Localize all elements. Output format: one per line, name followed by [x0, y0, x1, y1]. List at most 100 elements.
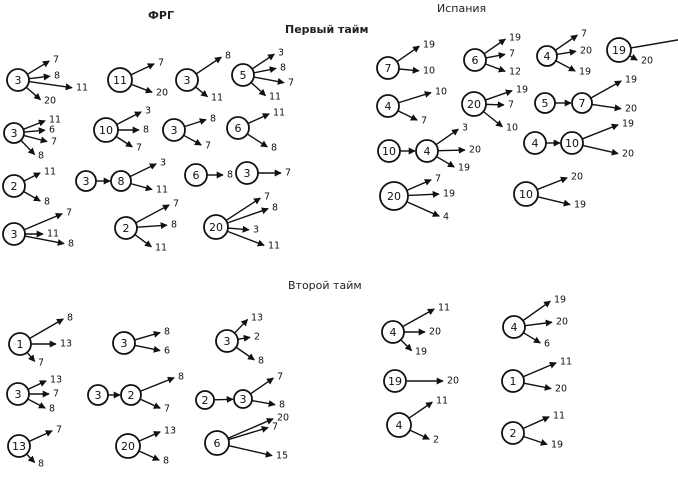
player-node-label: 10: [382, 145, 396, 158]
pass-arrow: [406, 201, 440, 217]
pass-arrow: [136, 222, 168, 230]
pass-arrow: [582, 144, 619, 156]
player-node: 11: [107, 67, 133, 93]
player-node: 6: [226, 116, 250, 140]
pass-arrow: [591, 103, 622, 112]
player-node-label: 4: [385, 100, 392, 113]
pass-target-label: 2: [433, 435, 439, 446]
player-node-label: 10: [565, 137, 579, 150]
player-node: 3: [2, 222, 26, 246]
pass-target-label: 8: [178, 372, 184, 383]
player-node: 1: [501, 369, 525, 393]
pass-target-label: 8: [227, 170, 233, 181]
pass-arrow: [536, 176, 568, 191]
player-node: 8: [110, 170, 132, 192]
pass-arrow: [184, 118, 207, 128]
pass-arrow: [408, 401, 433, 419]
pass-arrow: [250, 377, 274, 395]
pass-target-label: 8: [44, 197, 50, 208]
pass-arrow: [554, 34, 578, 51]
player-node-label: 3: [184, 74, 191, 87]
pass-target-label: 19: [625, 75, 637, 86]
pass-arrow: [28, 73, 51, 81]
pass-target-label: 4: [443, 212, 449, 223]
player-node: 4: [415, 139, 439, 163]
pass-arrow: [134, 330, 161, 341]
pass-target-label: 7: [509, 49, 515, 60]
player-node-label: 3: [95, 389, 102, 402]
pass-target-label: 7: [53, 389, 59, 400]
pass-arrow: [406, 179, 432, 192]
pass-arrow: [253, 66, 277, 74]
pass-arrow: [485, 52, 506, 59]
player-node-label: 5: [240, 69, 247, 82]
pass-arrow: [485, 101, 505, 109]
player-node: 10: [377, 139, 401, 163]
player-node: 2: [114, 216, 138, 240]
pass-target-label: 7: [435, 174, 441, 185]
pass-target-label: 7: [56, 425, 62, 436]
player-node: 5: [231, 63, 255, 87]
pass-target-label: 19: [516, 85, 528, 96]
pass-target-label: 20: [447, 376, 459, 387]
pass-target-label: 12: [509, 67, 521, 78]
pass-target-label: 7: [158, 58, 164, 69]
pass-target-label: 8: [49, 404, 55, 415]
pass-arrow: [134, 233, 152, 248]
pass-arrow: [482, 110, 503, 128]
pass-target-label: 20: [469, 145, 481, 156]
player-node: 7: [376, 56, 400, 80]
pass-arrow: [25, 86, 42, 101]
pass-arrow: [435, 128, 459, 146]
pass-target-label: 19: [574, 200, 586, 211]
pass-arrow: [23, 172, 41, 182]
pass-arrow: [523, 435, 548, 446]
pass-target-label: 20: [156, 88, 168, 99]
pass-arrow: [537, 196, 571, 207]
pass-arrow: [228, 426, 269, 441]
pass-target-label: 13: [60, 339, 72, 350]
player-node-label: 2: [202, 394, 209, 407]
pass-target-label: 11: [156, 185, 168, 196]
pass-arrow: [253, 76, 285, 85]
pass-target-label: 20: [555, 384, 567, 395]
pass-arrow: [398, 66, 420, 74]
pass-arrow: [400, 339, 413, 352]
pass-arrow: [26, 453, 36, 464]
pass-target-label: 7: [285, 168, 291, 179]
pass-arrow: [397, 110, 418, 121]
pass-target-label: 8: [272, 203, 278, 214]
pass-arrow: [213, 395, 234, 403]
pass-arrow: [227, 207, 269, 224]
player-node-label: 6: [214, 437, 221, 450]
pass-arrow: [523, 382, 552, 391]
player-node: 5: [534, 92, 556, 114]
player-node: 3: [75, 170, 97, 192]
pass-target-label: 3: [160, 158, 166, 169]
player-node: 2: [501, 421, 525, 445]
player-node-label: 7: [385, 62, 392, 75]
pass-diagram: 11 7 20: [107, 58, 168, 99]
player-node: 20: [115, 433, 141, 459]
player-node: 20: [379, 181, 409, 211]
pass-arrow: [24, 235, 65, 246]
player-node-label: 1: [17, 338, 24, 351]
player-node-label: 3: [11, 228, 18, 241]
pass-target-label: 7: [53, 55, 59, 66]
heading-first-half: Первый тайм: [285, 23, 368, 36]
player-node: 6: [184, 163, 208, 187]
